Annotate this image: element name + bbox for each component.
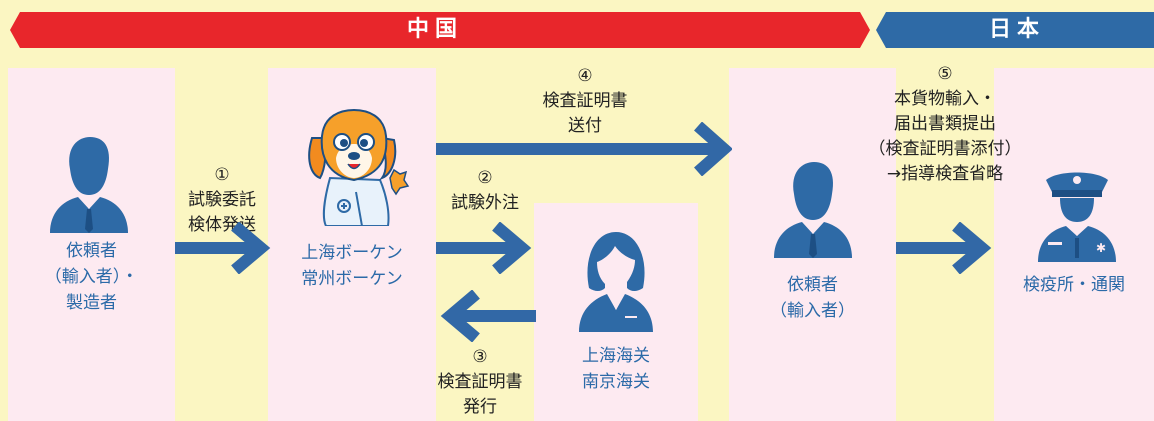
arrow-step1 [175,222,271,274]
arrow-step4 [436,122,732,176]
customs-cn-label: 上海海关 南京海关 [582,346,650,392]
quarantine-label: 検疫所・通関 [1023,275,1125,295]
banner-japan: 日本 [872,0,1154,60]
customs-officer-icon: ✱ [1038,172,1116,262]
client2-label: 依頼者 （輸入者） [770,275,855,321]
step5-label: ⑤ 本貨物輸入・ 届出書類提出 （検査証明書添付） →指導検査省略 [868,64,1022,184]
step4-label: ④ 検査証明書 送付 [542,66,628,136]
arrow-step3 [440,290,536,342]
banner-japan-label: 日本 [988,17,1045,42]
person-male-icon [50,137,128,233]
client1-label: 依頼者 （輸入者）・ 製造者 [44,241,139,313]
dog-mascot-icon [308,108,410,226]
arrow-step2 [436,222,532,274]
step2-label: ② 試験外注 [451,168,519,213]
step3-label: ③ 検査証明書 発行 [437,347,523,417]
banner-china: 中国 [0,0,870,60]
svg-text:✱: ✱ [1096,241,1106,255]
banner-china-label: 中国 [406,17,463,42]
arrow-step5 [896,222,992,274]
person-male-icon [774,162,852,258]
boken-label: 上海ボーケン 常州ボーケン [301,243,403,289]
client1-box [8,68,175,421]
person-female-icon [579,232,653,332]
